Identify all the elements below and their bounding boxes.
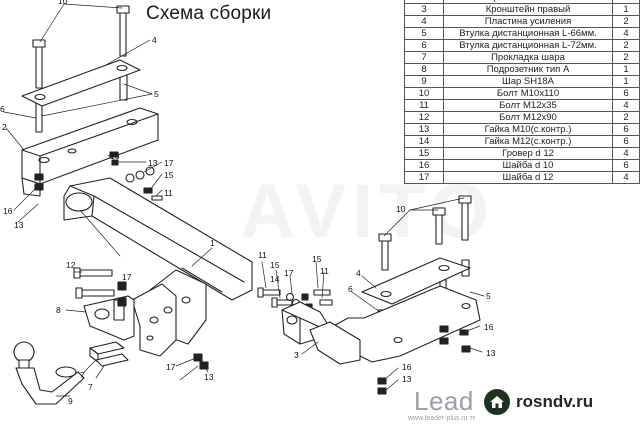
diagram-title: Схема сборки [146,3,272,24]
callout-4-left: 4 [152,35,157,45]
right-reinforcement-plate [361,257,471,305]
callout-13-left: 13 [14,220,24,230]
callout-16-center: 16 [110,151,120,161]
callout-3: 3 [294,350,299,360]
house-icon [484,389,510,415]
leader-lines [3,3,485,397]
part-qty-cell: 4 [612,99,640,112]
callout-6-left: 6 [0,104,5,114]
callout-5-left: 5 [154,89,159,99]
callout-13-bottom: 13 [204,372,214,382]
callout-10-top-left: 10 [58,0,68,6]
callout-7-bottom: 7 [88,382,93,392]
site-badge[interactable]: rosndv.ru [475,380,640,424]
callout-5-right: 5 [486,291,491,301]
callout-9: 9 [68,396,73,406]
badge-text: rosndv.ru [516,392,594,411]
callout-14: 14 [270,274,280,284]
callout-10-right: 10 [396,204,406,214]
callout-15-center: 15 [164,170,174,180]
callout-1: 1 [210,238,215,248]
callout-13-right: 13 [486,348,496,358]
callout-16-left: 16 [3,206,13,216]
callout-13-center: 13 [148,158,158,168]
callout-11-right: 11 [320,266,329,276]
part-number-cell: 17 [404,171,444,184]
parts-table: 2Кронштейн левый13Кронштейн правый14Плас… [404,0,640,184]
callout-17-bottom: 17 [166,362,176,372]
part-qty-cell: 1 [612,3,640,16]
callout-17-mid: 17 [284,268,294,278]
callout-labels: 10 4 5 6 2 16 13 16 13 17 15 11 1 12 17 … [0,0,496,406]
callout-15-mid: 15 [270,260,280,270]
part-qty-cell: 6 [612,135,640,148]
ball-gaskets [89,341,129,367]
part-name-cell: Шайба d 12 [443,171,613,184]
callout-16-right-top: 16 [484,322,494,332]
callout-8: 8 [56,305,61,315]
callout-11-mid: 11 [258,250,267,260]
right-bracket [281,285,481,365]
callout-11-center: 11 [164,188,173,198]
part-qty-cell: 6 [612,87,640,100]
callout-17-center: 17 [164,158,174,168]
callout-7-top: 7 [80,370,85,380]
callout-13-right-bottom: 13 [402,374,412,384]
callout-12: 12 [66,260,76,270]
ball-mount-bolts [73,267,127,307]
tow-ball [13,341,85,405]
callout-6-right: 6 [348,284,353,294]
right-small-parts [377,325,471,395]
reinforcement-plate-left [21,59,141,107]
callout-16-right-bottom: 16 [402,362,412,372]
center-plates [131,269,207,357]
callout-17-ball: 17 [122,272,132,282]
part-qty-cell: 4 [612,171,640,184]
main-crossbar [63,177,253,301]
callout-4-right: 4 [356,268,361,278]
callout-2: 2 [2,122,7,132]
callout-15-right: 15 [312,254,322,264]
left-bracket [21,107,159,197]
